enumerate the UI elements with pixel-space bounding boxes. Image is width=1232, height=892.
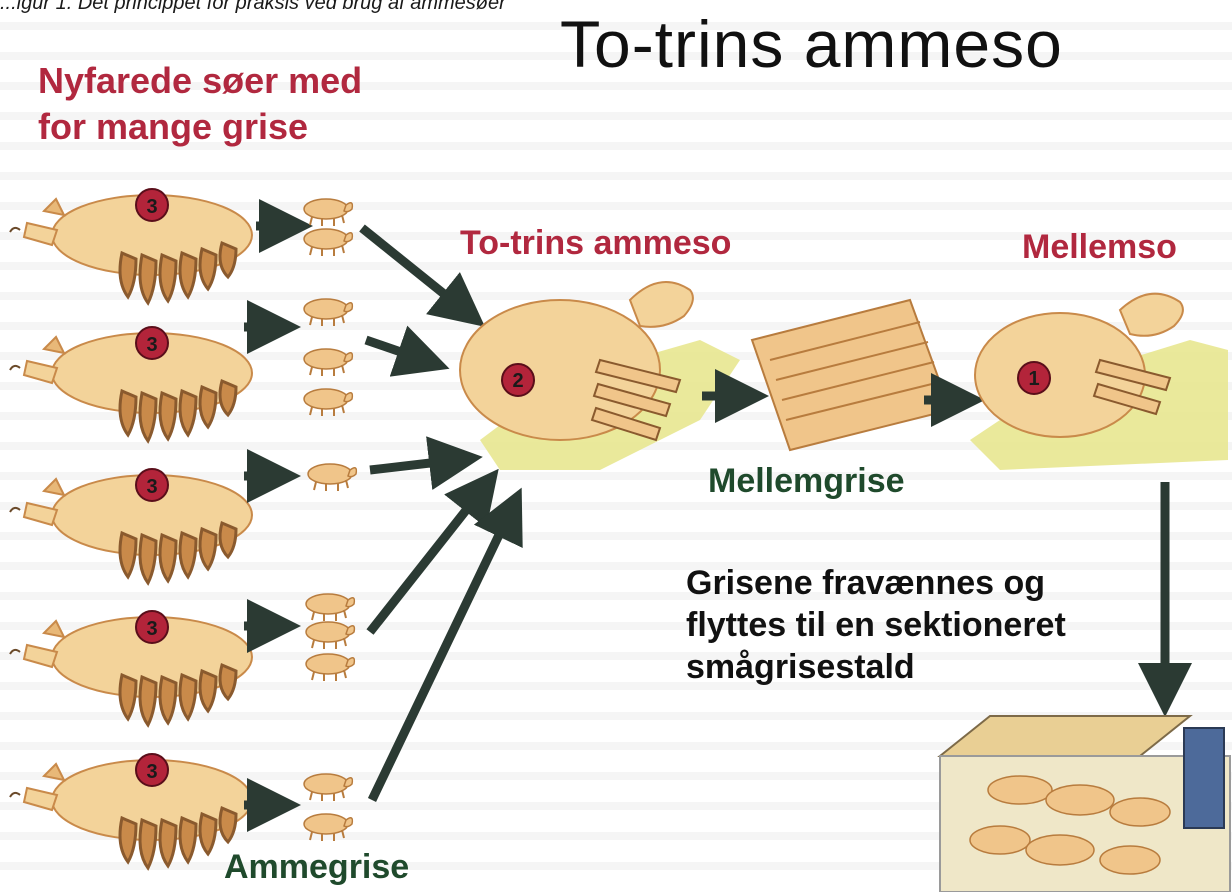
piglet-group-1	[304, 199, 352, 256]
source-sow-1	[10, 189, 252, 303]
source-sow-2	[10, 327, 252, 441]
intermediate-piglets-pile	[752, 300, 950, 450]
piglet-group-3	[308, 464, 356, 491]
weaning-pen	[940, 716, 1230, 892]
badge-source-3: 3	[146, 476, 157, 498]
badge-two-stage: 2	[512, 370, 523, 392]
badge-source-2: 3	[146, 334, 157, 356]
source-sow-5	[10, 754, 252, 868]
arrow-to-nurse-1	[362, 228, 464, 310]
piglet-group-5	[304, 774, 352, 841]
source-sow-4	[10, 611, 252, 725]
arrow-to-nurse-5	[372, 512, 510, 800]
badge-source-5: 3	[146, 761, 157, 783]
piglet-group-2	[304, 299, 352, 416]
source-sow-3	[10, 469, 252, 583]
badge-source-4: 3	[146, 618, 157, 640]
arrow-to-nurse-3	[370, 460, 456, 470]
piglet-group-4	[306, 594, 354, 681]
arrow-to-nurse-2	[366, 340, 424, 360]
badge-source-1: 3	[146, 196, 157, 218]
badge-intermediate: 1	[1028, 368, 1039, 390]
